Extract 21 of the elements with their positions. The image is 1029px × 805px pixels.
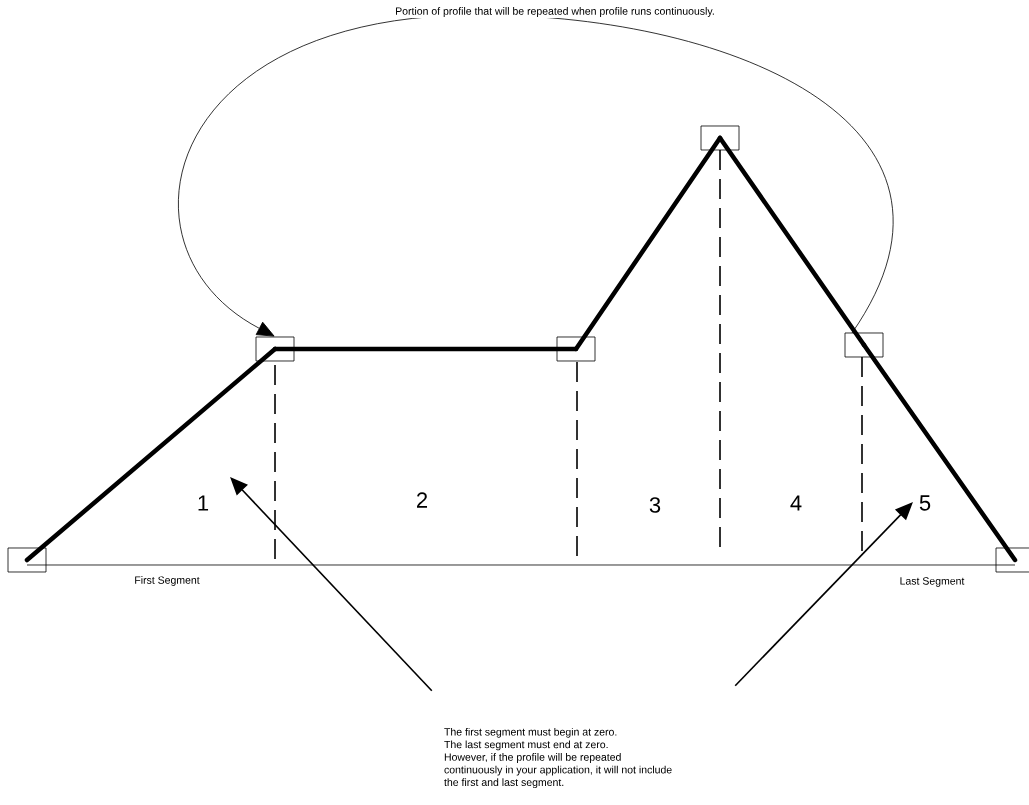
marker-box [556, 336, 596, 362]
segment-number: 5 [919, 495, 931, 511]
arrow [230, 477, 433, 692]
segment-label: Last Segment [900, 577, 965, 587]
marker-box [700, 125, 740, 151]
profile-line [24, 346, 278, 563]
profile-line [573, 135, 723, 352]
note-text: The first segment must begin at zero. The last segment must end at zero. However, if the profile will be repeated continuously in your application, it will not include the first and last segment. [444, 727, 672, 789]
marker-box [255, 336, 295, 362]
segment-label: First Segment [135, 576, 200, 586]
marker-box [844, 332, 884, 358]
profile-line [717, 135, 867, 348]
segment-number: 3 [649, 497, 661, 513]
profile-line [861, 342, 1018, 563]
segment-number: 2 [417, 492, 427, 508]
marker-box [995, 547, 1029, 573]
edge-label: Portion of profile that will be repeated when profile runs continuously. [396, 7, 714, 17]
arrow [734, 502, 913, 687]
marker-box [7, 547, 47, 573]
segment-number: 1 [198, 495, 209, 511]
segment-number: 4 [790, 495, 802, 511]
